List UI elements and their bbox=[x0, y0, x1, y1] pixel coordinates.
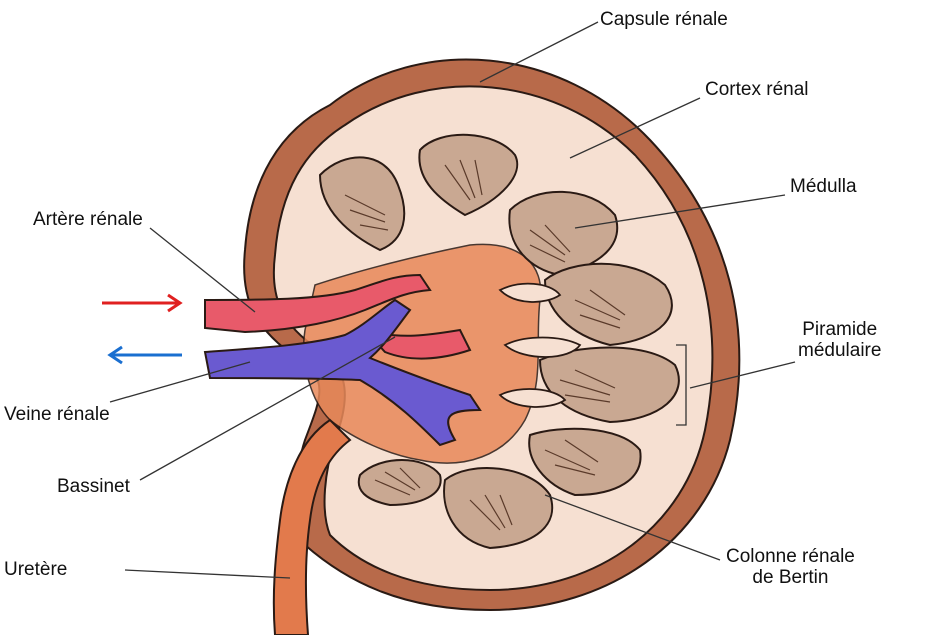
label-veine-renale: Veine rénale bbox=[4, 405, 110, 426]
label-pyramide-medulaire: Piramide médulaire bbox=[798, 320, 881, 362]
label-cortex-renal: Cortex rénal bbox=[705, 80, 809, 101]
label-colonne-renale: Colonne rénale de Bertin bbox=[726, 547, 855, 589]
leader-artere bbox=[150, 228, 255, 312]
label-bassinet: Bassinet bbox=[57, 477, 130, 498]
label-colonne-line1: Colonne rénale bbox=[726, 547, 855, 568]
label-colonne-line2: de Bertin bbox=[726, 568, 855, 589]
pyramid-8 bbox=[359, 460, 441, 505]
label-pyramide-line2: médulaire bbox=[798, 341, 881, 362]
label-pyramide-line1: Piramide bbox=[798, 320, 881, 341]
leader-uretere bbox=[125, 570, 290, 578]
arrow-left-icon bbox=[110, 347, 182, 363]
leader-veine bbox=[110, 362, 250, 402]
label-medulla: Médulla bbox=[790, 177, 857, 198]
label-artere-renale: Artère rénale bbox=[33, 210, 143, 231]
label-capsule-renale: Capsule rénale bbox=[600, 10, 728, 31]
label-uretere: Uretère bbox=[4, 560, 67, 581]
arrow-right-icon bbox=[102, 295, 180, 311]
